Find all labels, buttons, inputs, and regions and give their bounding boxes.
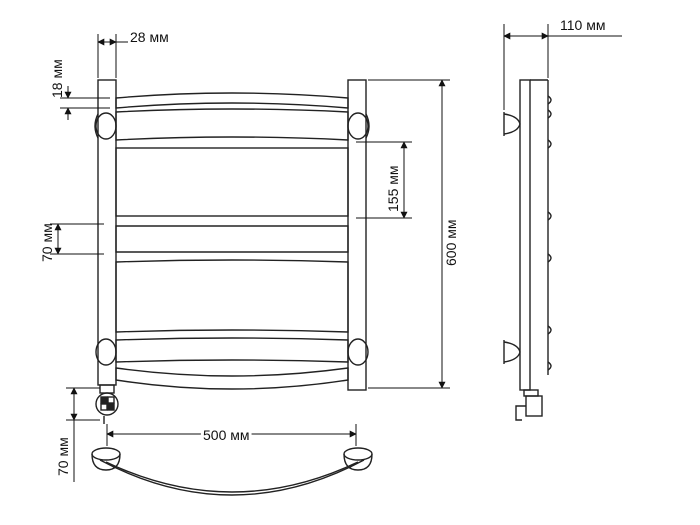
mount-bottom-right bbox=[347, 338, 369, 366]
label-height: 600 мм bbox=[443, 220, 459, 267]
side-dimensions bbox=[503, 24, 622, 110]
top-view bbox=[91, 447, 373, 496]
label-section-gap: 155 мм bbox=[385, 166, 401, 213]
label-heater-offset: 70 мм bbox=[55, 437, 71, 476]
label-depth: 110 мм bbox=[560, 17, 605, 33]
top-view-mount-left bbox=[91, 447, 121, 461]
side-view bbox=[503, 79, 552, 421]
label-bar-thickness: 18 мм bbox=[49, 59, 65, 98]
side-post bbox=[519, 79, 531, 391]
rung-mid-2 bbox=[115, 225, 349, 253]
heater-element bbox=[95, 384, 119, 424]
mount-top-left bbox=[94, 112, 117, 140]
side-bracket-bottom bbox=[503, 340, 521, 364]
label-width: 500 мм bbox=[203, 427, 250, 443]
side-heater bbox=[515, 389, 543, 421]
rung-bottom-1 bbox=[115, 337, 349, 363]
top-view-mount-right bbox=[343, 447, 373, 461]
top-view-arc bbox=[99, 459, 365, 496]
front-view bbox=[94, 79, 370, 424]
rung-top bbox=[115, 92, 349, 109]
front-dimensions bbox=[50, 34, 450, 482]
side-bracket-top bbox=[503, 112, 521, 136]
mount-top-right bbox=[347, 112, 370, 140]
label-element-gap: 70 мм bbox=[39, 223, 55, 262]
mount-bottom-left bbox=[95, 338, 117, 366]
rung-mid-1 bbox=[115, 108, 349, 141]
label-bar-width: 28 мм bbox=[130, 29, 169, 45]
section-2 bbox=[115, 259, 349, 333]
rung-bottom-2 bbox=[115, 367, 349, 390]
section-1 bbox=[115, 147, 349, 217]
